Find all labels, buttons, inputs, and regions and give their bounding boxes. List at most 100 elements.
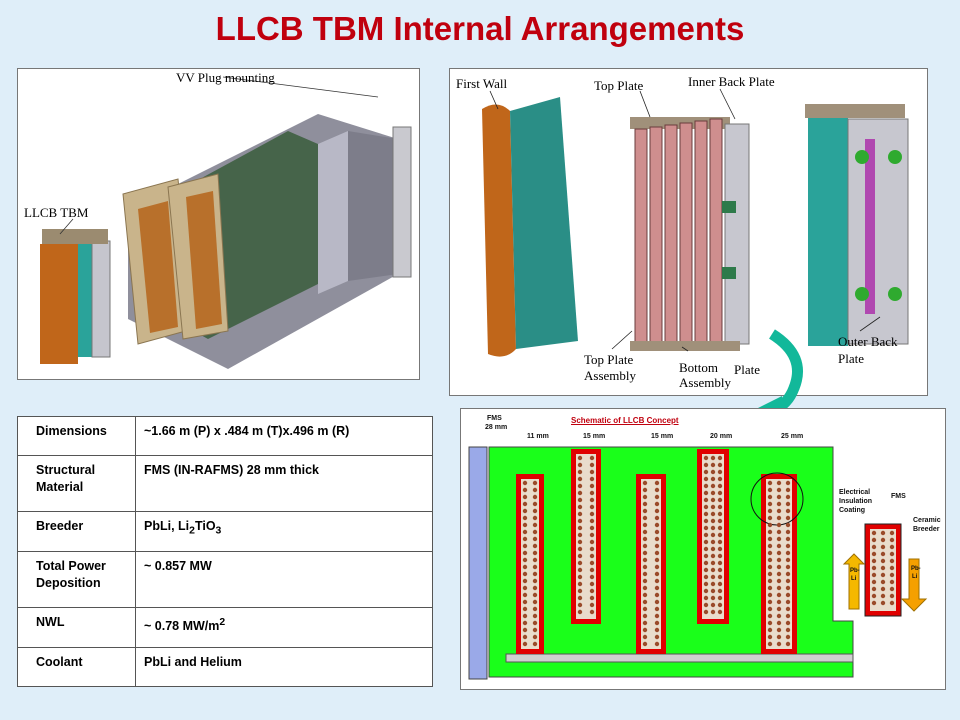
breeder-pebble [532, 599, 538, 605]
breeder-pebble [776, 606, 782, 612]
breeder-pebble [532, 515, 538, 521]
breeder-pebble [654, 501, 660, 507]
breeder-pebble [776, 599, 782, 605]
breeder-pebble [710, 532, 716, 538]
breeder-pebble [889, 593, 895, 599]
breeder-pebble [776, 501, 782, 507]
first-wall-orange [482, 104, 516, 357]
breeder-pebble [577, 511, 583, 517]
breeder-pebble [717, 532, 723, 538]
breeder-pebble [703, 469, 709, 475]
breeder-pebble [703, 490, 709, 496]
fitting-green-3 [855, 287, 869, 301]
breeder-pebble [589, 483, 595, 489]
breeder-pebble [871, 544, 877, 550]
breeder-pebble [642, 641, 648, 647]
breeder-pebble [642, 543, 648, 549]
breeder-pebble [717, 469, 723, 475]
breeder-pebble [710, 546, 716, 552]
breeder-pebble [703, 553, 709, 559]
breeder-pebble [880, 565, 886, 571]
breeder-pebble [710, 511, 716, 517]
breeder-pebble [532, 634, 538, 640]
breeder-pebble [654, 557, 660, 563]
breeder-pebble [642, 613, 648, 619]
breeder-pebble [767, 536, 773, 542]
breeder-pebble [785, 620, 791, 626]
breeder-pebble [767, 515, 773, 521]
breeder-pebble [589, 469, 595, 475]
nwl-sup: 2 [219, 617, 226, 628]
breeder-pebble [871, 586, 877, 592]
breeder-pebble [522, 550, 528, 556]
breeder-pebble [767, 571, 773, 577]
breeder-pebble [767, 494, 773, 500]
llcb-tbm-label: LLCB TBM [24, 205, 89, 220]
breeder-pebble [589, 525, 595, 531]
breeder-pebble [532, 627, 538, 633]
spec-value: ~1.66 m (P) x .484 m (T)x.496 m (R) [135, 416, 433, 456]
breeder-pebble [785, 564, 791, 570]
breeder-pebble [785, 613, 791, 619]
breeder-pebble [785, 508, 791, 514]
spec-value: PbLi and Helium [135, 647, 433, 687]
breeder-pebble [589, 504, 595, 510]
breeder-pebble [654, 564, 660, 570]
pipe-fitting-2 [722, 267, 736, 279]
outer-back-leader [859, 316, 881, 332]
breeder-pebble [871, 558, 877, 564]
breeder-pebble [710, 567, 716, 573]
breeder-pebble [767, 634, 773, 640]
breeder-pebble [654, 550, 660, 556]
table-row: NWL ~ 0.78 MW/m2 [17, 607, 433, 648]
breeder-pebble [767, 487, 773, 493]
breeder-pebble [577, 539, 583, 545]
breeder-pebble [776, 480, 782, 486]
tbm-exploded-view: First Wall Top Plate Inner Back Plate To… [449, 68, 928, 396]
breeder-pebble [880, 530, 886, 536]
dim-15mm-2: 15 mm [651, 433, 674, 440]
breeder-pebble [642, 508, 648, 514]
breeder-pebble [522, 508, 528, 514]
breeder-pebble [577, 609, 583, 615]
spec-value: FMS (IN-RAFMS) 28 mm thick [135, 455, 433, 512]
breeder-pebble [522, 613, 528, 619]
breeder-pebble [710, 539, 716, 545]
breeder-pebble [654, 578, 660, 584]
breeder-pebble [577, 602, 583, 608]
breeder-pebble [880, 537, 886, 543]
breeder-pebble [717, 483, 723, 489]
breeder-pebble [522, 634, 528, 640]
breeder-pebble [717, 567, 723, 573]
breeder-pebble [776, 536, 782, 542]
breeder-pebble [577, 483, 583, 489]
breeder-pebble [589, 567, 595, 573]
breeder-plates [634, 118, 723, 345]
breeder-pebble [522, 578, 528, 584]
breeder-pebble [703, 511, 709, 517]
breeder-pebble [532, 522, 538, 528]
breeder-pebble [642, 634, 648, 640]
plug-rear [348, 131, 398, 281]
breeder-pebble [717, 595, 723, 601]
breeder-pebble [717, 525, 723, 531]
breeder-pebble [642, 487, 648, 493]
breeder-sub-1: 2 [189, 525, 195, 537]
breeder-pebble [710, 490, 716, 496]
breeder-pebble [589, 476, 595, 482]
breeder-pebble [785, 641, 791, 647]
breeder-pebble [642, 599, 648, 605]
breeder-mid: TiO [194, 519, 216, 533]
eic-label-1: Electrical [839, 489, 871, 496]
breeder-pebble [577, 469, 583, 475]
breeder-pebble [654, 613, 660, 619]
breeder-pebble [589, 532, 595, 538]
breeder-pebble [776, 529, 782, 535]
breeder-pebble [710, 518, 716, 524]
spec-key: NWL [17, 607, 136, 648]
breeder-pebble [577, 546, 583, 552]
breeder-pebble [642, 550, 648, 556]
dim-25mm: 25 mm [781, 433, 804, 440]
breeder-pebble [710, 602, 716, 608]
first-wall-label: First Wall [456, 76, 508, 91]
